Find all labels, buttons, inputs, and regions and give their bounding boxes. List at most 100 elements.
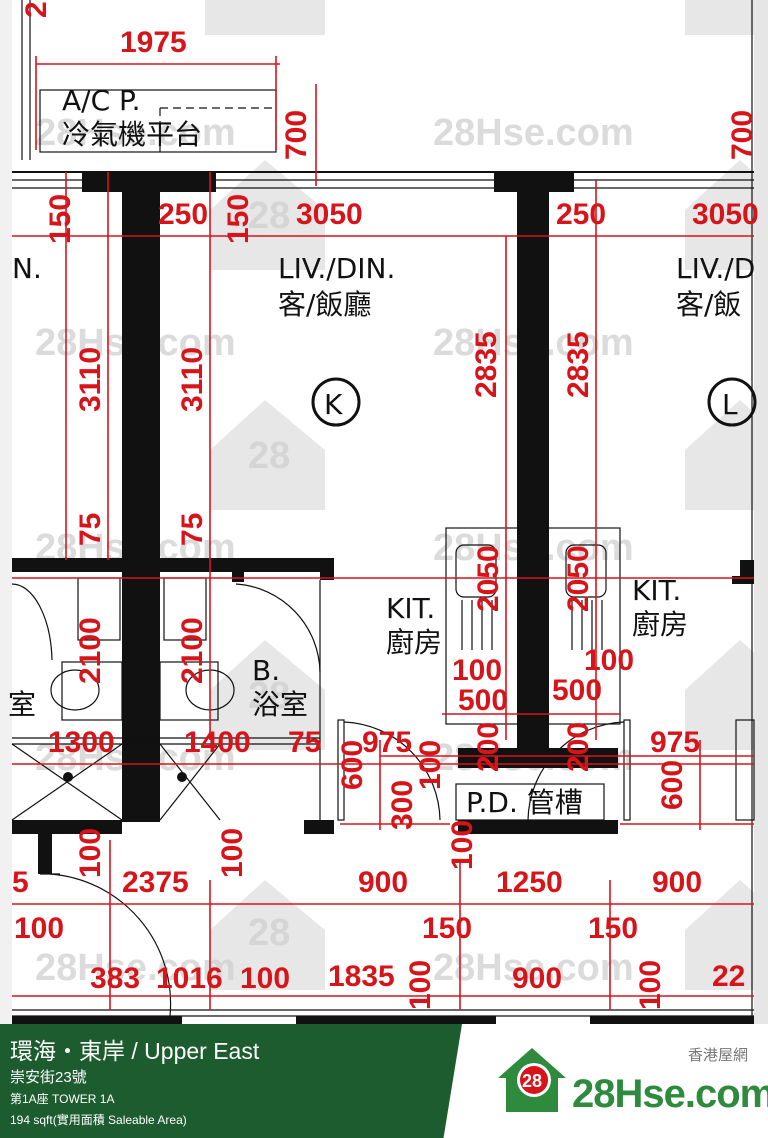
kitchen-b-label-zh: 廚房 [632,608,688,641]
watermark-badge: 28 [248,435,290,477]
dim-label: 3050 [692,198,759,231]
watermark-text: 28Hse.com [35,112,236,154]
dim-label: 5 [12,866,29,899]
dim-label: 1835 [328,960,395,993]
ac-platform-label: A/C P. [62,84,140,117]
estate-area: 194 sqft(實用面積 Saleable Area) [10,1113,187,1127]
watermark-house-icon [205,0,768,990]
dim-label: 2835 [470,331,503,398]
dim-label: 100 [584,644,634,677]
dim-label: 500 [458,684,508,717]
watermark-badge: 28 [248,912,290,954]
footer: 環海・東岸 / Upper East 崇安街23號 第1A座 TOWER 1A … [0,1024,768,1138]
dim-label: 2835 [562,331,595,398]
margin-strip [0,0,12,1024]
dim-label: 383 [90,962,140,995]
kitchen-a-label: KIT. [386,592,435,625]
dim-label: 2375 [122,866,189,899]
dim-label: 1975 [120,26,187,59]
unit-marker-l-label: L [722,388,738,421]
unit-marker-k [311,377,361,427]
dim-label: 200 [472,722,505,772]
bathroom-label: B. [252,654,280,687]
dim-label: 100 [240,962,290,995]
dim-label: 100 [14,912,64,945]
brand-name-en: 28Hse.com [572,1072,768,1116]
dim-label: 700 [726,110,759,160]
brand-panel: 香港屋網 28 28Hse.com [462,1024,768,1138]
dim-label: 150 [44,194,77,244]
kitchen-a-label-zh: 廚房 [386,626,442,659]
dim-label: 3050 [296,198,363,231]
dim-label: 75 [74,513,107,546]
estate-title: 環海・東岸 / Upper East [10,1038,260,1064]
dim-label: 975 [650,726,700,759]
house-logo-icon: 28 [498,1048,566,1112]
watermark-badge: 28 [248,195,290,237]
brand-badge: 28 [522,1071,542,1091]
dim-label: 1016 [156,962,223,995]
dim-label: 2050 [472,545,505,612]
dim-label: 600 [656,760,689,810]
dim-label: 3110 [176,347,209,412]
watermark-text: 28Hse.com [35,947,236,989]
walls [12,172,754,1024]
dim-label: 75 [176,513,209,546]
dim-label: 2100 [74,617,107,684]
bathroom-label-zh: 浴室 [252,688,308,721]
pipe-duct-label: P.D. 管槽 [466,786,583,819]
liv-din-k-label: LIV./DIN. [278,252,395,285]
dim-label: 1250 [496,866,563,899]
watermark-text: 28Hse.com [433,112,634,154]
brand-name-zh: 香港屋網 [687,1046,748,1064]
dim-label: 2050 [562,545,595,612]
watermark-text: 28Hse.com [433,947,634,989]
dim-label: 250 [556,198,606,231]
margin-strip [754,0,768,1024]
dim-label: 600 [336,740,369,790]
dim-label: 100 [216,828,249,878]
estate-tower: 第1A座 TOWER 1A [10,1092,115,1106]
floor-plan: 28Hse.com 28Hse.com 28Hse.com 28Hse.com … [0,0,768,1024]
unit-marker-k-label: K [324,388,343,421]
dim-label: 100 [404,960,437,1010]
dim-label: 150 [588,912,638,945]
dim-label: 700 [280,110,313,160]
room-labels: A/C P. 冷氣機平台 N. LIV./DIN. 客/飯廳 LIV./D 客/… [8,84,757,819]
dim-label: 1300 [48,726,115,759]
liv-din-l-label: LIV./D [676,252,755,285]
dim-label: 100 [414,740,447,790]
dimension-lines [12,56,754,1010]
liv-left-label: N. [12,252,42,285]
dim-label: 250 [158,198,208,231]
dim-label: 75 [288,726,321,759]
dim-label: 3110 [74,347,107,412]
dim-label: 900 [652,866,702,899]
dimension-labels: 1975 2 700 700 150 250 150 3050 250 3050… [12,1,759,1010]
ac-platform-label-zh: 冷氣機平台 [62,118,202,151]
dim-label: 100 [446,820,479,870]
dim-label: 100 [452,654,502,687]
dim-label: 100 [634,960,667,1010]
estate-street: 崇安街23號 [10,1069,87,1086]
watermark-badge: 28 [248,675,290,717]
dim-label: 1400 [184,726,251,759]
liv-din-l-label-zh: 客/飯 [676,288,741,321]
dim-label: 2 [20,1,53,18]
dim-label: 900 [358,866,408,899]
dim-label: 2100 [176,617,209,684]
dim-label: 22 [712,960,745,993]
dim-label: 150 [422,912,472,945]
dim-label: 150 [222,194,255,244]
bathroom-left-label-zh: 室 [8,688,36,721]
dim-label: 500 [552,674,602,707]
dim-label: 100 [74,828,107,878]
unit-marker-l [707,377,757,427]
dim-label: 200 [562,722,595,772]
dim-label: 300 [386,780,419,830]
kitchen-b-label: KIT. [632,574,681,607]
liv-din-k-label-zh: 客/飯廳 [278,288,371,321]
dim-label: 900 [512,962,562,995]
footer-info-panel: 環海・東岸 / Upper East 崇安街23號 第1A座 TOWER 1A … [0,1024,462,1138]
dim-label: 975 [362,726,412,759]
